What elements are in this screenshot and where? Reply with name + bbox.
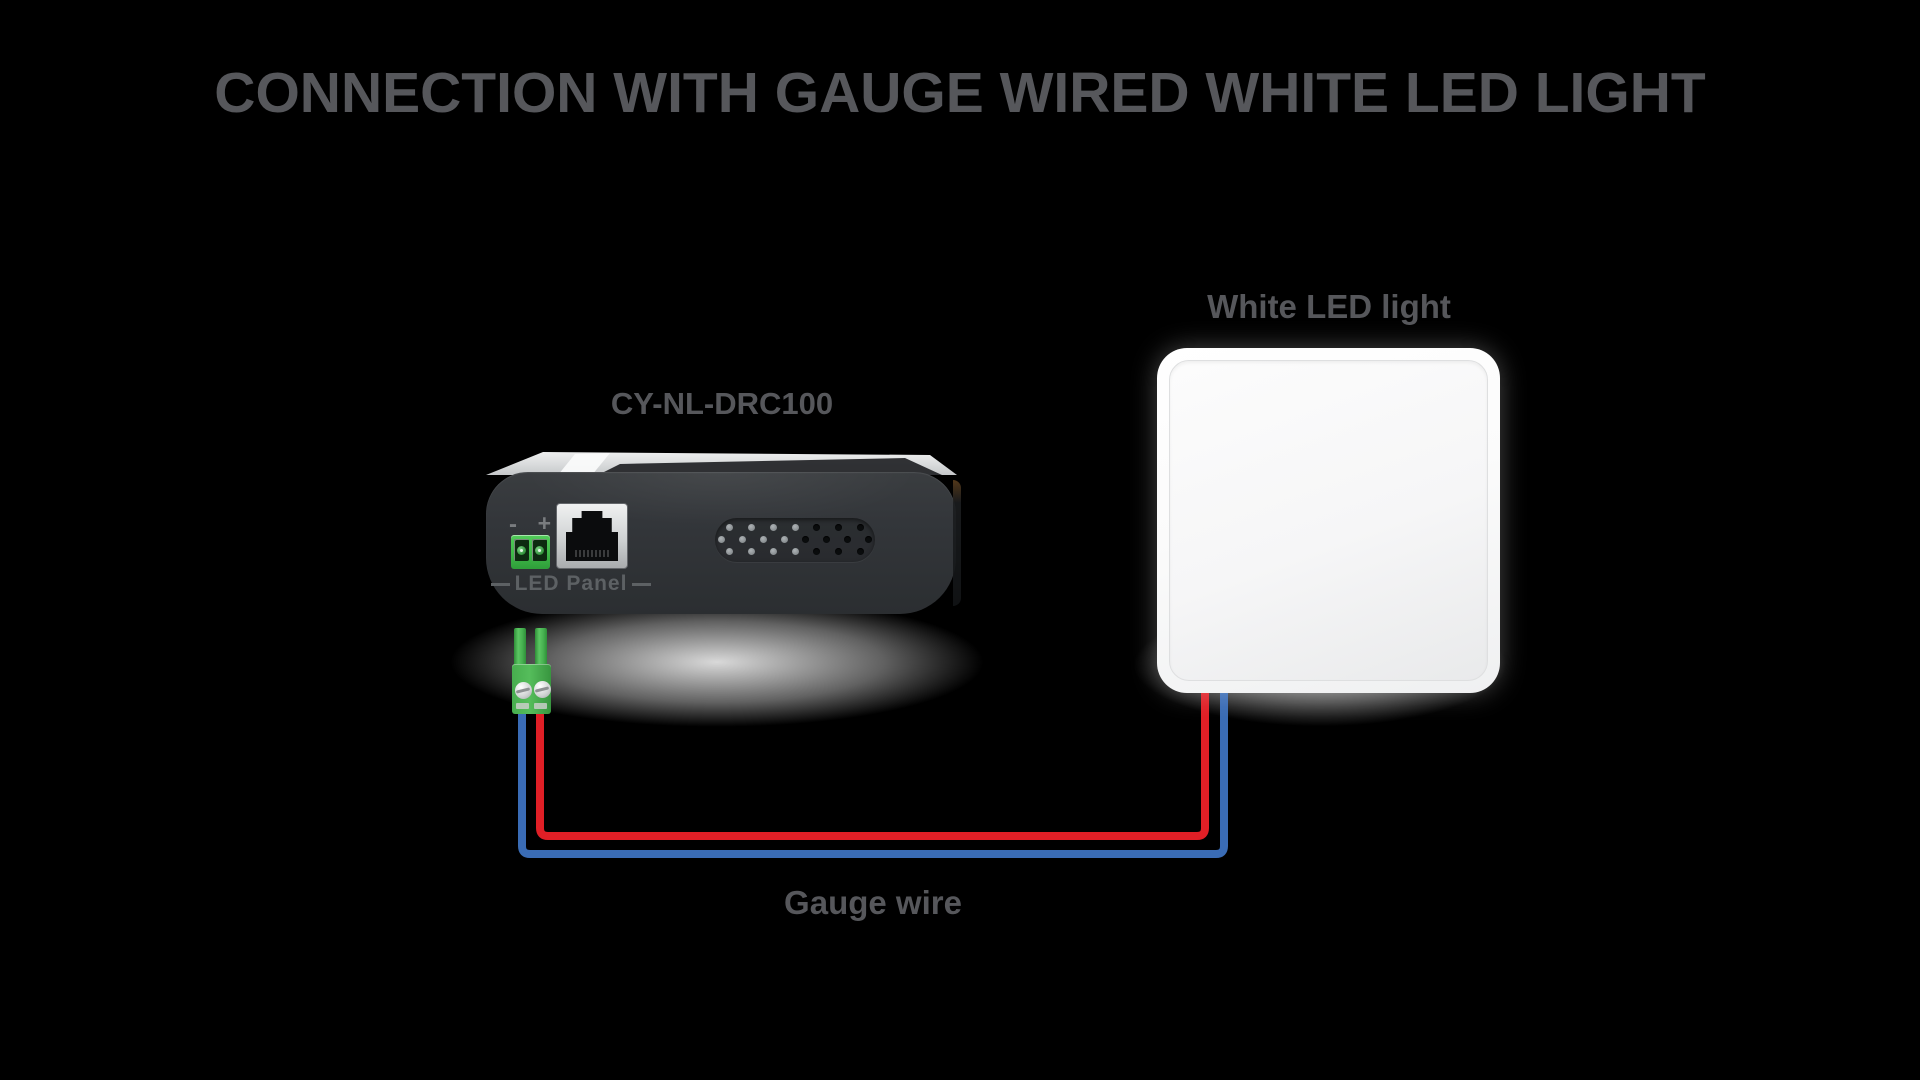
connector-slot [516, 703, 529, 709]
grille-dot [726, 524, 733, 531]
grille-dot [844, 536, 851, 543]
device-top-surface [486, 452, 957, 475]
white-led-panel-face [1169, 360, 1488, 681]
speaker-grille [715, 518, 875, 562]
grille-dot [813, 524, 821, 531]
white-led-panel [1157, 348, 1500, 693]
plus-label: + [537, 510, 551, 536]
rj45-port [556, 503, 628, 569]
port-caption-text: LED Panel [514, 572, 628, 595]
wire-blue [518, 690, 1228, 858]
device-side-edge [953, 480, 961, 606]
connector-slot [534, 703, 547, 709]
dash-line [491, 582, 510, 586]
terminal-socket [532, 539, 547, 561]
page-title: CONNECTION WITH GAUGE WIRED WHITE LED LI… [214, 61, 1706, 125]
grille-dot [747, 524, 755, 531]
connector-prong [535, 628, 547, 666]
grille-dot [769, 524, 777, 531]
grille-dot [813, 548, 821, 555]
terminal-screw [535, 546, 544, 555]
gauge-wire-label: Gauge wire [784, 884, 962, 921]
controller-model-label: CY-NL-DRC100 [610, 386, 834, 421]
terminal-block [511, 535, 550, 569]
grille-dot [791, 548, 799, 555]
grille-dot [726, 548, 733, 555]
grille-dot [802, 536, 809, 543]
connector-body [512, 664, 551, 714]
grille-dot [835, 524, 843, 531]
grille-dot [769, 548, 777, 555]
grille-dot [760, 536, 767, 543]
grille-dot [857, 548, 864, 555]
grille-dot [781, 536, 788, 543]
grille-dot [835, 548, 843, 555]
minus-label: - [509, 511, 517, 538]
connector-screw [515, 682, 532, 699]
terminal-polarity-labels: - + [509, 510, 551, 538]
connector-prong [514, 628, 526, 666]
dash-line [632, 582, 651, 586]
grille-dot [747, 548, 755, 555]
grille-dot [718, 536, 725, 543]
grille-dot [865, 536, 872, 543]
led-light-label: White LED light [1207, 288, 1451, 325]
terminal-socket [514, 539, 529, 561]
led-panel-port-caption: LED Panel [486, 572, 656, 596]
grille-dot [791, 524, 799, 531]
grille-dot [823, 536, 830, 543]
rj45-pins [575, 550, 609, 557]
terminal-screw [517, 546, 526, 555]
grille-dot [739, 536, 746, 543]
grille-dot [857, 524, 864, 531]
wire-red [536, 690, 1209, 840]
connector-screw [534, 681, 551, 698]
